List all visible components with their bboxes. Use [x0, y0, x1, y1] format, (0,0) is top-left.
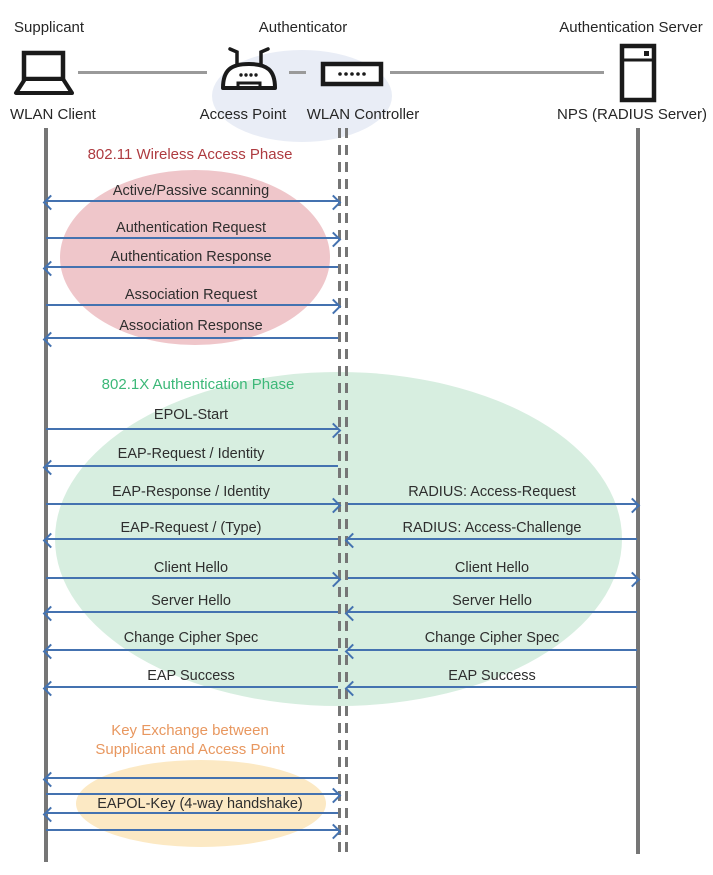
- wlan-controller-icon: [320, 61, 384, 87]
- message-arrow: [46, 237, 338, 239]
- message-arrow: [46, 465, 338, 467]
- message-arrow: [46, 337, 338, 339]
- phase3-title-line2: Supplicant and Access Point: [95, 741, 285, 758]
- message-arrow: [348, 577, 637, 579]
- connector-line: [390, 71, 604, 74]
- lifeline-nps: [636, 128, 640, 854]
- message-label: EAP Success: [147, 668, 235, 684]
- message-label: Authentication Response: [110, 249, 272, 265]
- message-label: Server Hello: [452, 593, 532, 609]
- message-arrow: [348, 649, 637, 651]
- phase3-ellipse: [76, 760, 326, 847]
- message-label: Change Cipher Spec: [123, 630, 259, 646]
- message-arrow: [46, 577, 338, 579]
- message-arrow: [46, 777, 338, 779]
- device-label-wlan-controller: WLAN Controller: [306, 106, 420, 123]
- message-arrow: [46, 304, 338, 306]
- message-label: RADIUS: Access-Challenge: [402, 520, 582, 536]
- role-supplicant: Supplicant: [14, 19, 85, 36]
- connector-line: [289, 71, 306, 74]
- message-label: EAP Success: [448, 668, 536, 684]
- message-arrow: [46, 793, 338, 795]
- phase2-title: 802.1X Authentication Phase: [101, 376, 295, 393]
- message-arrow: [348, 503, 637, 505]
- message-label: EAP-Response / Identity: [112, 484, 270, 500]
- message-label: Client Hello: [454, 560, 530, 576]
- message-label: EPOL-Start: [153, 407, 229, 423]
- role-authenticator: Authenticator: [258, 19, 348, 36]
- message-arrow: [348, 611, 637, 613]
- phase3-title-line1: Key Exchange between: [111, 722, 269, 739]
- message-arrow: [46, 266, 338, 268]
- message-arrow: [46, 428, 338, 430]
- phase1-title: 802.11 Wireless Access Phase: [87, 146, 293, 163]
- device-label-nps: NPS (RADIUS Server): [556, 106, 708, 123]
- message-label: EAPOL-Key (4-way handshake): [97, 796, 303, 812]
- message-label: Association Request: [124, 287, 258, 303]
- access-point-icon: [218, 46, 280, 92]
- message-label: Active/Passive scanning: [112, 183, 270, 199]
- message-label: Change Cipher Spec: [424, 630, 560, 646]
- message-arrow: [46, 611, 338, 613]
- message-arrow: [46, 200, 338, 202]
- message-label: RADIUS: Access-Request: [408, 484, 576, 500]
- role-authentication-server: Authentication Server: [559, 19, 703, 36]
- lifeline-wlan-controller-a: [338, 128, 341, 858]
- message-arrow: [46, 686, 338, 688]
- message-arrow: [46, 812, 338, 814]
- message-label: Authentication Request: [116, 220, 266, 236]
- message-arrow: [46, 538, 338, 540]
- message-arrow: [46, 503, 338, 505]
- server-icon: [619, 43, 657, 103]
- lifeline-wlan-client: [44, 128, 48, 862]
- message-label: Server Hello: [151, 593, 231, 609]
- message-label: EAP-Request / (Type): [120, 520, 262, 536]
- laptop-icon: [13, 50, 75, 96]
- message-label: Client Hello: [153, 560, 229, 576]
- device-label-wlan-client: WLAN Client: [10, 106, 96, 123]
- message-label: EAP-Request / Identity: [117, 446, 265, 462]
- message-label: Association Response: [119, 318, 263, 334]
- message-arrow: [348, 538, 637, 540]
- message-arrow: [348, 686, 637, 688]
- message-arrow: [46, 829, 338, 831]
- connector-line: [78, 71, 207, 74]
- message-arrow: [46, 649, 338, 651]
- device-label-access-point: Access Point: [199, 106, 287, 123]
- lifeline-wlan-controller-b: [345, 128, 348, 858]
